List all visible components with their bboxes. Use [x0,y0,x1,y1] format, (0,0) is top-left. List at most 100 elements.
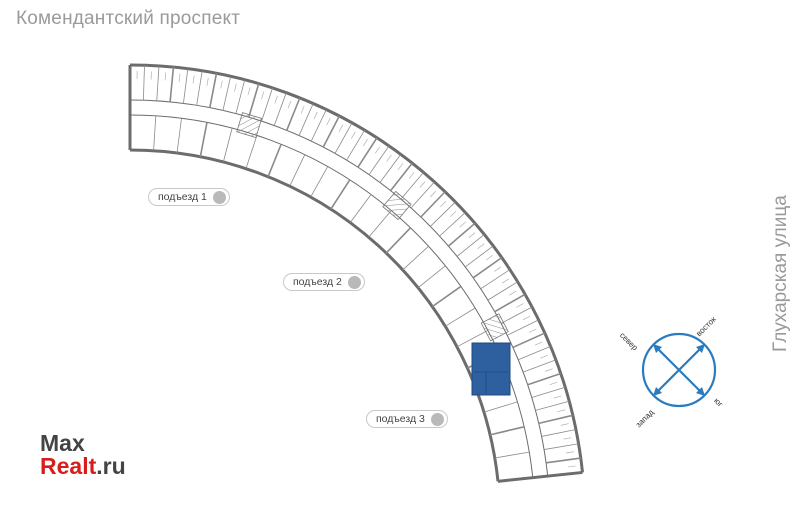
room-detail [459,221,466,228]
room-divider [545,457,581,464]
entrance-3-button[interactable]: подъезд 3 [366,410,448,428]
room-detail [563,437,572,440]
logo-suffix: .ru [96,453,126,479]
room-detail [261,91,265,100]
room-divider [222,127,233,163]
selected-apartment[interactable] [471,342,511,396]
room-divider [431,285,462,308]
room-divider [489,426,525,436]
room-divider [248,83,260,118]
room-detail [313,111,318,120]
room-divider [385,227,412,254]
entrance-2-button[interactable]: подъезд 2 [283,273,365,291]
building-rooms [136,65,581,468]
room-detail [553,395,562,399]
room-detail [374,146,380,154]
room-detail [557,409,566,413]
room-divider [235,79,246,114]
room-divider [273,92,287,126]
building-wall [129,148,500,482]
room-divider [310,166,329,198]
street-label-top: Комендантский проспект [16,8,241,29]
room-divider [298,103,314,136]
building-wall [129,114,534,478]
logo-line2: Realt.ru [40,455,126,478]
room-divider [156,65,160,101]
room-divider [494,293,526,313]
room-divider [538,414,573,425]
room-divider [245,135,258,169]
room-divider [522,359,557,373]
room-divider [199,122,208,157]
building-wall [497,470,583,483]
room-detail [430,190,436,198]
room-divider [541,429,576,437]
room-detail [501,278,509,284]
room-divider [464,245,494,268]
room-detail [516,303,524,308]
room-detail [509,290,517,296]
room-divider [535,400,570,411]
room-detail [326,117,331,126]
logo-line1: Max [40,430,85,456]
compass-rose [641,332,717,408]
room-detail [449,211,457,218]
room-divider [500,306,533,324]
room-divider [261,87,273,122]
room-divider [346,129,365,161]
stair-core [236,112,263,139]
room-divider [410,181,435,209]
room-divider [357,137,378,168]
room-divider [420,191,446,218]
room-divider [334,122,353,154]
room-detail [386,154,392,162]
room-divider [447,222,476,247]
room-divider [402,245,429,271]
room-divider [480,269,511,290]
room-detail [494,266,502,272]
room-detail [567,465,576,468]
entrance-1-button[interactable]: подъезд 1 [148,188,230,206]
room-divider [456,234,485,257]
room-detail [419,181,426,188]
room-divider [330,179,351,210]
room-detail [549,381,558,386]
room-detail [300,106,305,114]
room-detail [178,73,181,82]
entrance-3-toggle-icon [430,412,444,426]
room-detail [287,100,292,109]
room-detail [540,354,548,359]
room-detail [408,172,415,179]
room-divider [142,65,145,101]
entrance-3-label: подъезд 3 [376,413,425,425]
room-detail [338,124,344,132]
room-divider [322,115,341,148]
room-detail [477,243,485,250]
room-divider [379,154,402,183]
entrance-2-toggle-icon [347,275,361,289]
room-detail [274,95,278,104]
room-divider [400,172,424,200]
room-detail [351,131,356,139]
room-divider [289,154,306,187]
room-divider [507,319,539,336]
room-detail [206,77,209,86]
room-divider [286,97,301,131]
room-detail [220,80,223,89]
room-detail [534,341,543,346]
room-divider [176,118,182,154]
room-detail [528,328,537,333]
room-divider [531,386,566,398]
room-divider [267,143,282,178]
room-divider [183,68,189,104]
room-detail [397,163,404,171]
room-detail [545,368,553,372]
room-detail [164,72,167,81]
room-divider [483,401,518,413]
room-divider [445,307,476,327]
maxrealt-logo[interactable]: Max Realt.ru [40,432,126,478]
room-detail [192,75,195,84]
entrance-2-label: подъезд 2 [293,276,342,288]
room-detail [234,83,237,92]
